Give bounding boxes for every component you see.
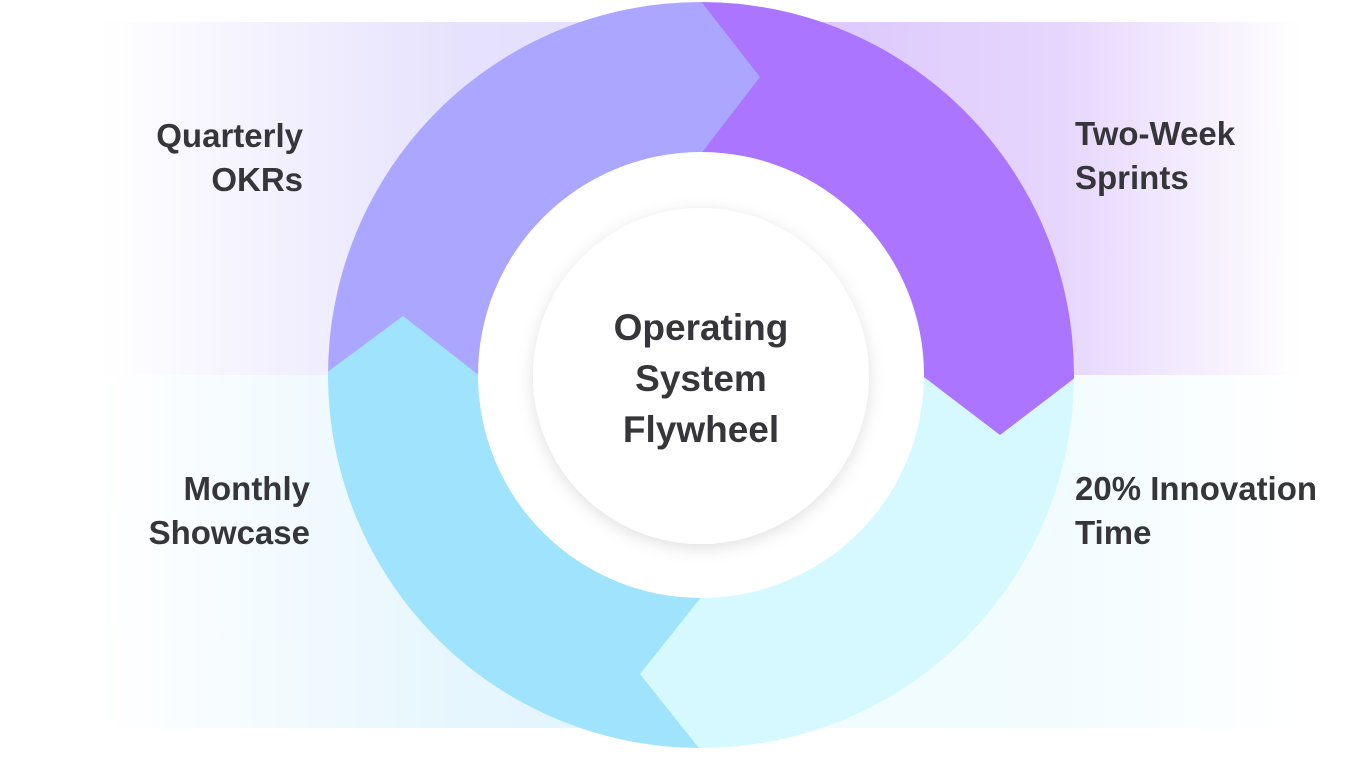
label-line: Showcase — [148, 514, 310, 551]
label-line: 20% Innovation — [1075, 470, 1318, 507]
label-line: Quarterly — [156, 117, 303, 154]
arrow-head-innovation-time — [640, 596, 702, 748]
label-line: Time — [1075, 514, 1152, 551]
center-title: Operating System Flywheel — [613, 307, 789, 450]
label-innovation-time: 20% Innovation Time — [1075, 467, 1317, 555]
label-line: Monthly — [183, 470, 310, 507]
label-line: OKRs — [211, 161, 303, 198]
label-monthly-showcase: Monthly Showcase — [149, 467, 310, 555]
center-circle — [533, 208, 869, 544]
arrow-head-monthly-showcase — [328, 316, 480, 376]
label-line: Two-Week — [1075, 115, 1236, 152]
arrow-head-quarterly-okrs — [700, 2, 760, 155]
label-two-week-sprints: Two-Week Sprints — [1075, 112, 1235, 200]
arrow-head-two-week-sprints — [920, 374, 1074, 435]
label-quarterly-okrs: Quarterly OKRs — [156, 114, 303, 202]
label-line: Sprints — [1075, 159, 1189, 196]
